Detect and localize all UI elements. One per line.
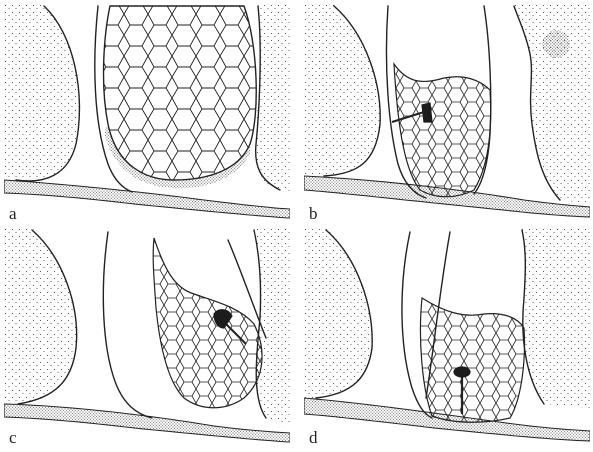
panel-a: a [4,4,290,222]
panel-a-label: a [9,205,17,222]
panel-b-label: b [309,205,318,222]
panel-c-drawing [4,228,290,446]
panel-b-drawing [304,4,590,222]
panel-c-label: c [9,429,17,446]
panel-d: d [304,228,590,446]
panel-d-label: d [309,429,318,446]
panel-b: b [304,4,590,222]
panel-a-drawing [4,4,290,222]
panel-c: c [4,228,290,446]
panel-d-drawing [304,228,590,446]
